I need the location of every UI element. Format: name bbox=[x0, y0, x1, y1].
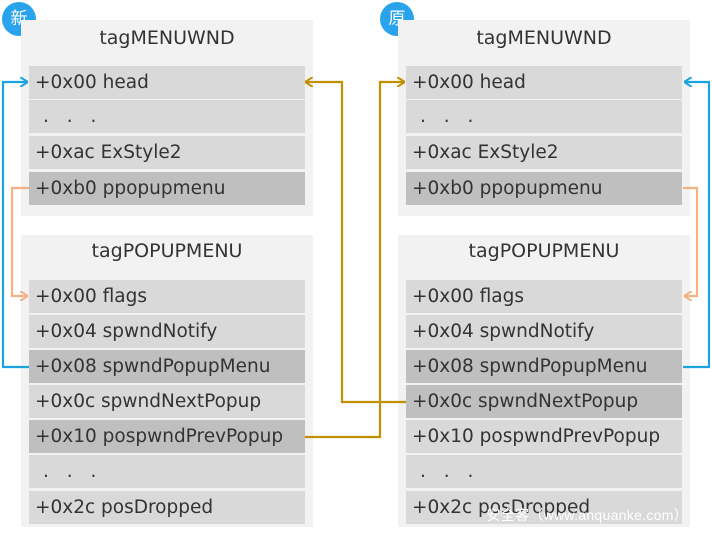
left-blue-arrow bbox=[1, 82, 29, 369]
left-popup-row-posdropped: +0x2c posDropped bbox=[29, 490, 305, 524]
right-menu-row-head: +0x00 head bbox=[406, 65, 682, 99]
left-popup-row-spwndnextpopup: +0x0c spwndNextPopup bbox=[29, 384, 305, 418]
right-popup-row-posdropped: +0x2c posDropped bbox=[406, 490, 682, 524]
right-blue-arrow bbox=[683, 82, 711, 369]
gold-arrow-next-to-left-head bbox=[306, 82, 406, 404]
right-popup-row-pospwndprevpopup: +0x10 pospwndPrevPopup bbox=[406, 419, 682, 453]
left-popup-row-ellipsis: . . . bbox=[29, 454, 305, 488]
right-menu-row-ppopupmenu: +0xb0 ppopupmenu bbox=[406, 171, 682, 205]
left-menuwnd-panel: tagMENUWND +0x00 head . . . +0xac ExStyl… bbox=[21, 20, 313, 216]
right-popup-row-spwndpopupmenu: +0x08 spwndPopupMenu bbox=[406, 349, 682, 383]
left-menu-row-ellipsis: . . . bbox=[29, 99, 305, 133]
right-popup-row-spwndnextpopup: +0x0c spwndNextPopup bbox=[406, 384, 682, 418]
gold-arrow-prev-to-right-head bbox=[305, 82, 404, 439]
left-menu-row-head: +0x00 head bbox=[29, 65, 305, 99]
right-popup-row-flags: +0x00 flags bbox=[406, 279, 682, 313]
right-popupmenu-title: tagPOPUPMENU bbox=[468, 240, 620, 262]
left-popup-row-spwndnotify: +0x04 spwndNotify bbox=[29, 314, 305, 348]
left-popup-row-flags: +0x00 flags bbox=[29, 279, 305, 313]
left-menuwnd-title: tagMENUWND bbox=[99, 27, 235, 49]
left-popupmenu-title: tagPOPUPMENU bbox=[91, 240, 243, 262]
left-orange-arrow bbox=[10, 186, 29, 296]
left-popupmenu-panel: tagPOPUPMENU +0x00 flags +0x04 spwndNoti… bbox=[21, 235, 313, 527]
right-popup-row-spwndnotify: +0x04 spwndNotify bbox=[406, 314, 682, 348]
right-orange-arrow bbox=[683, 186, 699, 296]
watermark: 安全客（www.anquanke.com） bbox=[486, 507, 688, 523]
right-popup-row-ellipsis: . . . bbox=[406, 454, 682, 488]
right-menu-row-ellipsis: . . . bbox=[406, 99, 682, 133]
left-popup-row-spwndpopupmenu: +0x08 spwndPopupMenu bbox=[29, 349, 305, 383]
right-popupmenu-panel: tagPOPUPMENU +0x00 flags +0x04 spwndNoti… bbox=[398, 235, 690, 527]
right-menuwnd-panel: tagMENUWND +0x00 head . . . +0xac ExStyl… bbox=[398, 20, 690, 216]
right-menuwnd-title: tagMENUWND bbox=[476, 27, 612, 49]
right-menu-row-exstyle2: +0xac ExStyle2 bbox=[406, 135, 682, 169]
left-menu-row-exstyle2: +0xac ExStyle2 bbox=[29, 135, 305, 169]
left-menu-row-ppopupmenu: +0xb0 ppopupmenu bbox=[29, 171, 305, 205]
left-popup-row-pospwndprevpopup: +0x10 pospwndPrevPopup bbox=[29, 419, 305, 453]
